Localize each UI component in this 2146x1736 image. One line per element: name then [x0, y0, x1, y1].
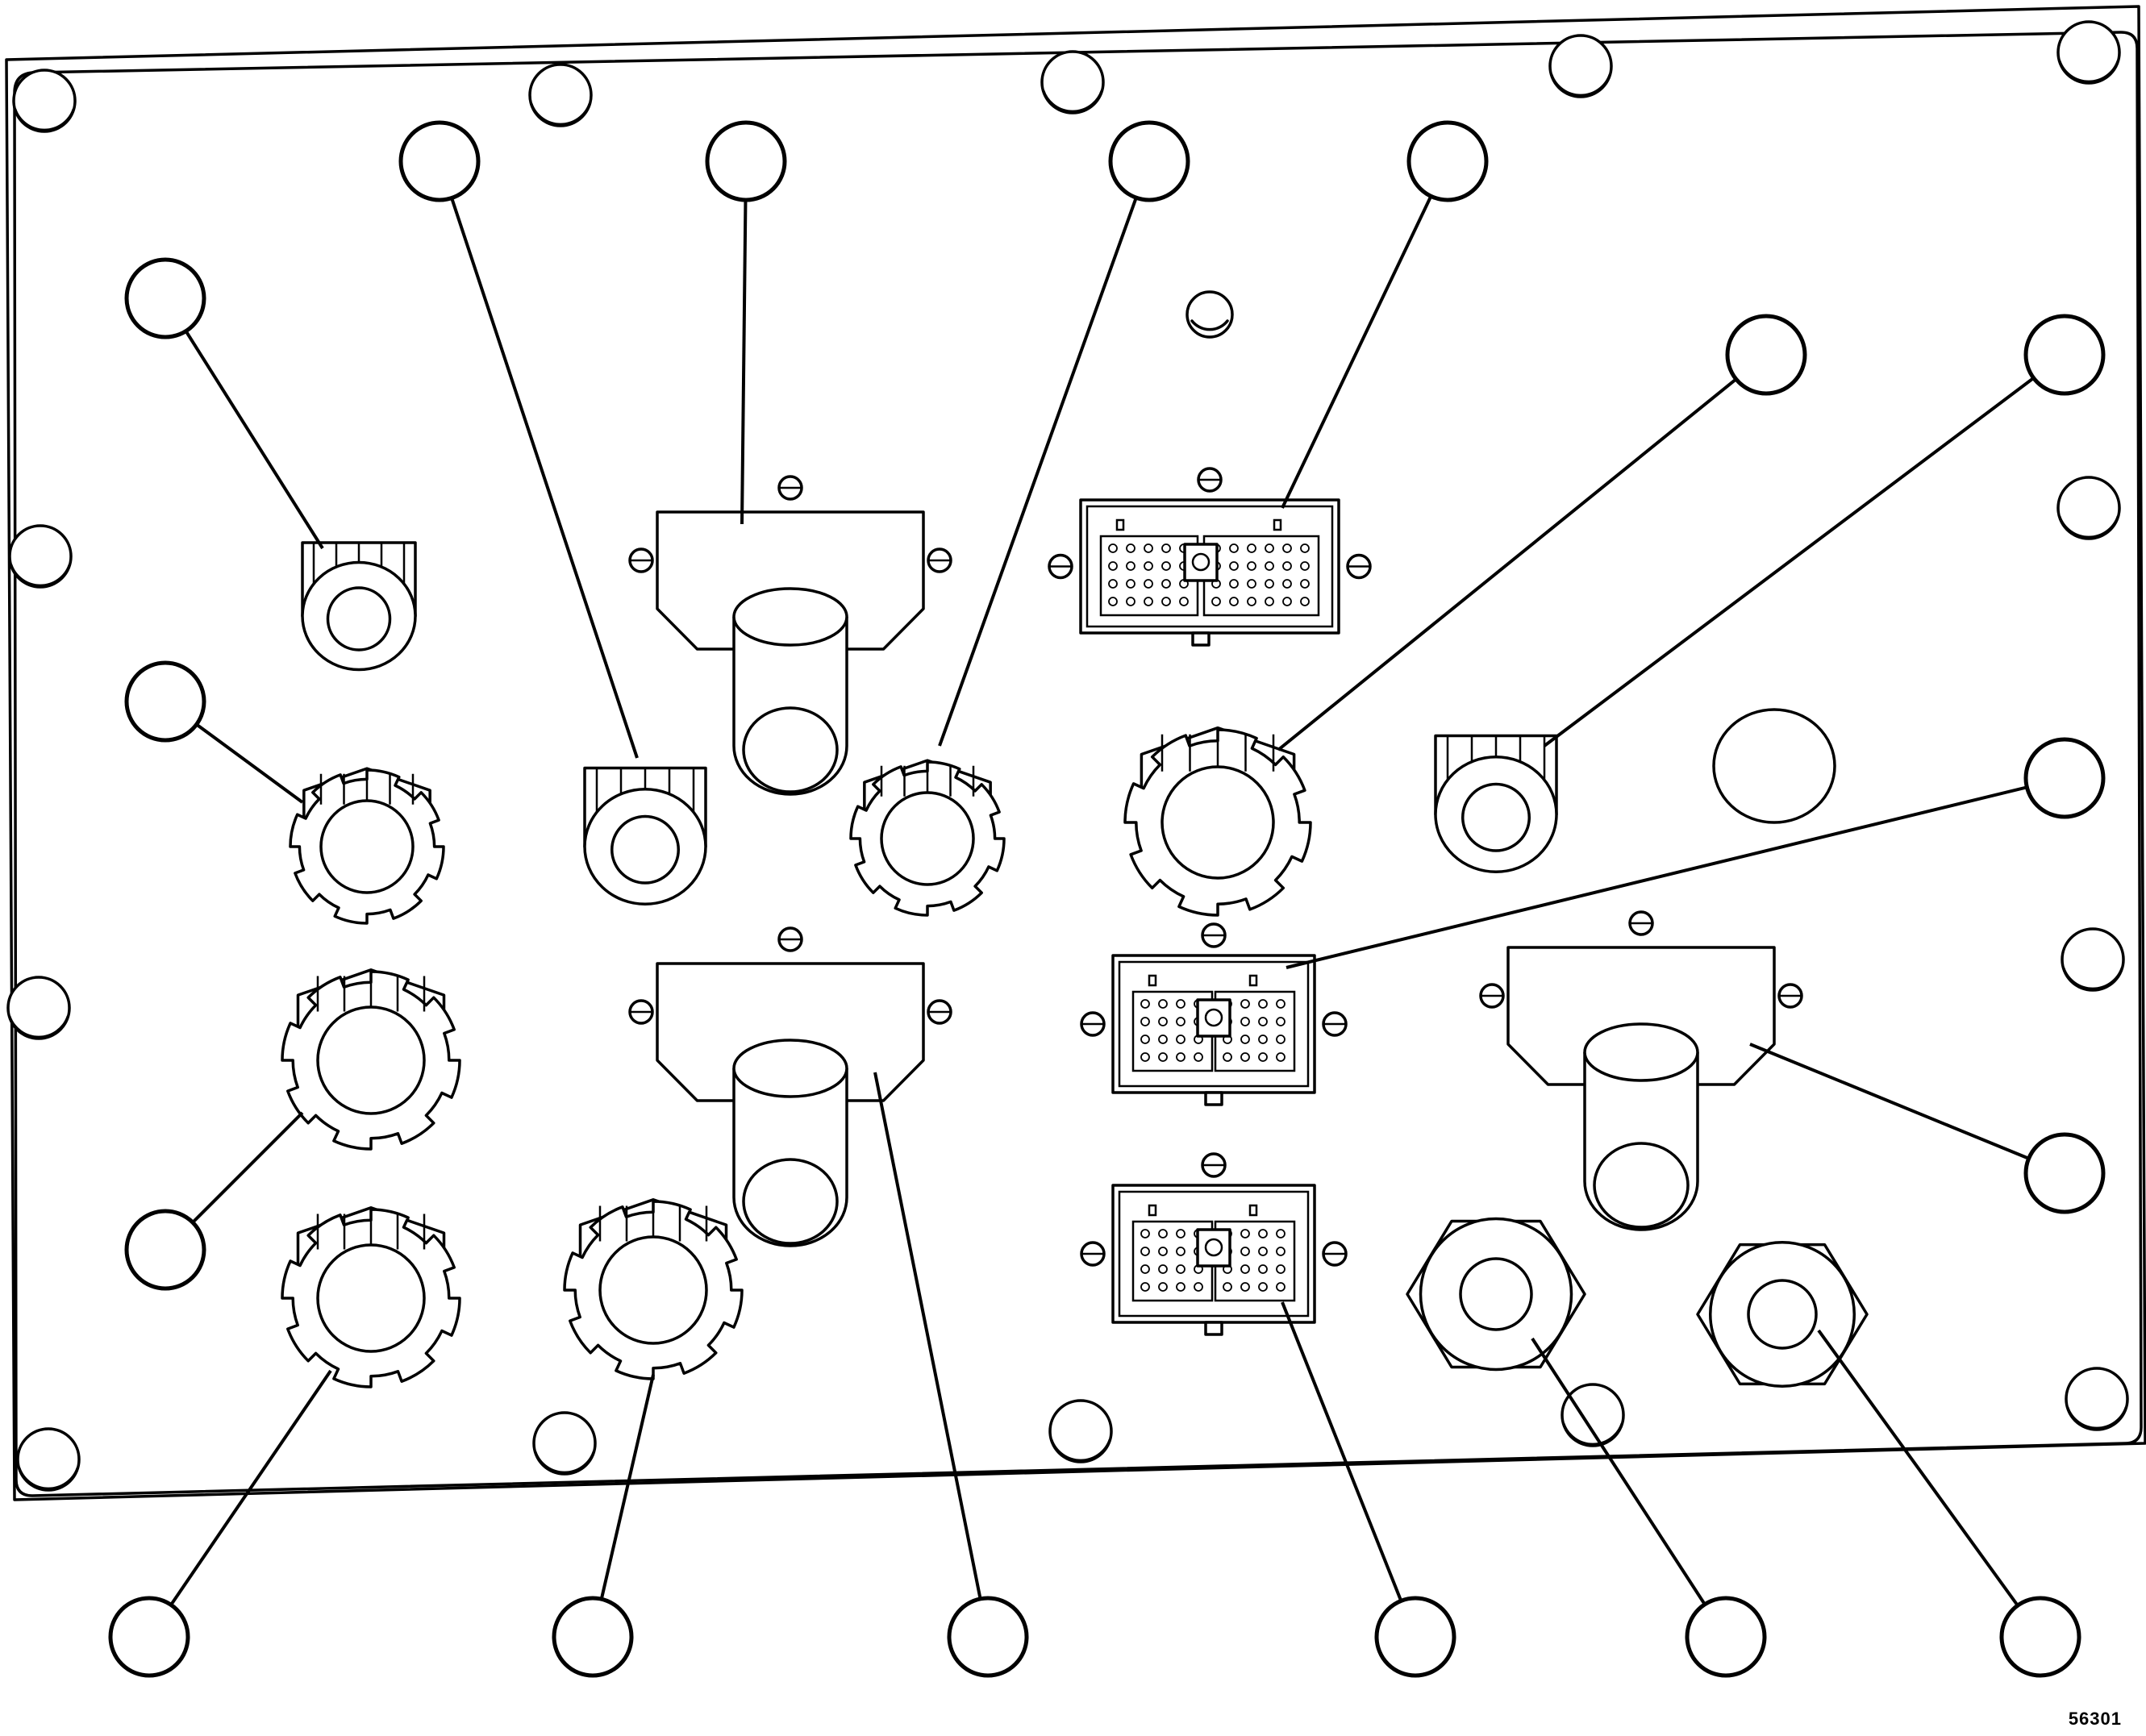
- hex-fitting-1: [1406, 1217, 1586, 1372]
- leader-line: [938, 160, 1151, 747]
- mounting-hole: [528, 63, 593, 127]
- cable-gland-top-left: [301, 541, 417, 672]
- pin-connector-bottom: [1080, 1152, 1348, 1336]
- leader-line: [740, 160, 748, 525]
- mounting-hole: [2056, 476, 2121, 540]
- callout-bubble: [2023, 737, 2106, 819]
- leader-line: [438, 160, 639, 759]
- mounting-hole: [1561, 1383, 1625, 1447]
- leader-lines: [148, 160, 2066, 1638]
- d-connector-hood-bottom: [628, 926, 952, 1247]
- knurled-nut-6: [281, 968, 461, 1151]
- leader-line: [1281, 160, 1449, 509]
- cable-gland-2: [583, 766, 707, 905]
- leader-line: [1281, 1301, 1417, 1638]
- leader-line: [1749, 1043, 2065, 1175]
- leader-line: [1543, 353, 2066, 747]
- knurled-nut-8: [563, 1198, 744, 1380]
- callout-bubble: [1108, 120, 1190, 202]
- d-connector-hood-right: [1479, 910, 1803, 1231]
- mounting-hole: [1548, 34, 1613, 98]
- callout-bubble: [2023, 1132, 2106, 1214]
- callout-bubble: [1406, 120, 1489, 202]
- leader-line: [873, 1072, 990, 1638]
- leader-line: [164, 297, 324, 550]
- callout-bubble: [1725, 314, 1807, 396]
- mounting-hole: [8, 524, 73, 589]
- callout-bubble: [1374, 1596, 1456, 1678]
- leader-line: [591, 1374, 655, 1638]
- knurled-nut-3: [849, 759, 1006, 917]
- leader-line: [1531, 1337, 1727, 1638]
- center-screw: [1186, 290, 1234, 339]
- knurled-nut-4: [1123, 726, 1312, 917]
- callout-bubble: [1999, 1596, 2081, 1678]
- knurled-nut-7: [281, 1206, 461, 1388]
- figure-id-label: 56301: [2068, 1709, 2122, 1729]
- mounting-hole: [16, 1427, 81, 1492]
- mounting-holes: [6, 20, 2129, 1492]
- leader-line: [1817, 1329, 2042, 1638]
- callout-bubble: [2023, 314, 2106, 396]
- callout-bubble: [1685, 1596, 1767, 1678]
- mounting-hole: [12, 69, 77, 133]
- callout-bubble: [947, 1596, 1029, 1678]
- mounting-hole: [2061, 927, 2125, 992]
- callout-bubbles: [108, 120, 2106, 1678]
- knurled-nut-1: [289, 767, 445, 925]
- leader-line: [1277, 353, 1768, 751]
- mounting-hole: [1048, 1399, 1113, 1463]
- hex-fitting-2: [1696, 1241, 1869, 1388]
- pin-connector-middle: [1080, 922, 1348, 1106]
- cable-gland-5: [1434, 734, 1558, 873]
- mounting-hole: [2065, 1367, 2129, 1431]
- d-connector-hood-top: [628, 475, 952, 796]
- leader-line: [1286, 776, 2065, 969]
- callout-bubble: [124, 257, 206, 339]
- callout-bubble: [124, 660, 206, 743]
- mounting-hole: [1040, 50, 1105, 114]
- pin-connector-top: [1048, 467, 1372, 647]
- mounting-hole: [532, 1411, 597, 1476]
- callout-bubble: [108, 1596, 190, 1678]
- callout-bubble: [124, 1209, 206, 1291]
- callout-bubble: [398, 120, 481, 202]
- callout-bubble: [552, 1596, 634, 1678]
- mounting-hole: [6, 976, 71, 1040]
- leader-line: [148, 1369, 332, 1638]
- callout-bubble: [705, 120, 787, 202]
- mounting-hole: [2056, 20, 2121, 85]
- blanking-plug: [1712, 708, 1836, 824]
